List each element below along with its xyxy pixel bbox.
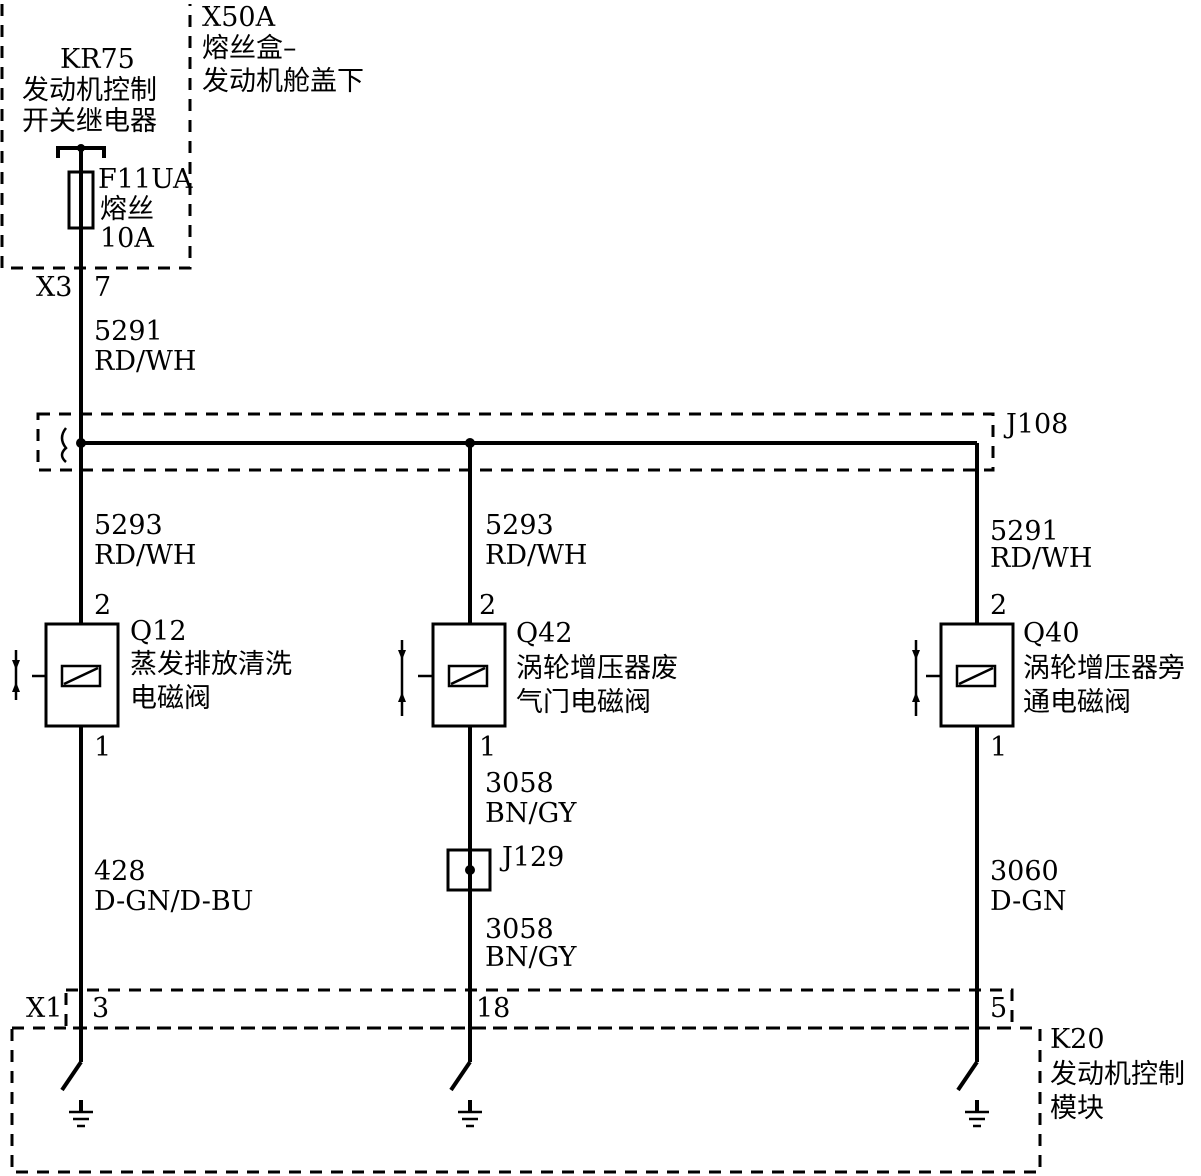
branch-q42-ecm-pin: 18 — [476, 993, 510, 1024]
branch-q42-pin-bottom: 1 — [479, 732, 496, 763]
branch-q42-lower2-circuit: 3058 — [485, 914, 554, 945]
branch-q40-pin-bottom: 1 — [990, 732, 1007, 763]
branch-q40-name-line2: 通电磁阀 — [1023, 687, 1131, 718]
fuse-rating-label: 10A — [100, 223, 154, 254]
branch-q40-lower-circuit: 3060 — [990, 856, 1059, 887]
ecm-switch-q42-ground-icon — [449, 1060, 482, 1128]
fuse-block-name-line1: 熔丝盒– — [202, 33, 297, 64]
branch-q12-pin-bottom: 1 — [94, 732, 111, 763]
branch-q12-upper-circuit: 5293 — [94, 510, 163, 541]
branch-q42: 5293 RD/WH 2 Q42 涡轮增压器废 气门电磁阀 1 3058 BN/… — [398, 443, 678, 1128]
fuse-out-connector-label: X3 — [36, 272, 72, 303]
fuse-out-pin-label: 7 — [94, 272, 111, 303]
branch-q42-upper-color: RD/WH — [485, 540, 587, 571]
ecm-name-line2: 模块 — [1050, 1093, 1104, 1124]
solenoid-q40-symbol — [912, 622, 1015, 728]
branch-q42-id: Q42 — [516, 618, 573, 649]
branch-q12-id: Q12 — [130, 616, 187, 647]
ecm-connector-label: X1 — [26, 993, 62, 1024]
branch-q12-name-line1: 蒸发排放清洗 — [130, 649, 292, 680]
branch-q12-lower-color: D-GN/D-BU — [94, 886, 253, 917]
solenoid-q42-symbol — [398, 622, 507, 728]
branch-q40-upper-color: RD/WH — [990, 543, 1092, 574]
inline-splice-j129-label: J129 — [499, 842, 564, 873]
branch-q42-name-line2: 气门电磁阀 — [516, 687, 651, 718]
branch-q42-upper-circuit: 5293 — [485, 510, 554, 541]
branch-q42-name-line1: 涡轮增压器废 — [516, 653, 678, 684]
ecm-module-border — [10, 1026, 1042, 1174]
fuse-block-name-line2: 发动机舱盖下 — [202, 66, 364, 97]
ecm-switch-q12-ground-icon — [60, 1060, 93, 1128]
relay-name-line2: 开关继电器 — [22, 106, 157, 137]
relay-name-line1: 发动机控制 — [22, 75, 157, 106]
branch-q40-name-line1: 涡轮增压器旁 — [1023, 653, 1185, 684]
fuse-id-label: F11UA — [98, 164, 193, 195]
fuse-block-connector-label: X50A — [202, 2, 276, 33]
solenoid-q12-symbol — [12, 622, 120, 728]
inline-splice-j129 — [446, 848, 492, 892]
branch-q12-pin-top: 2 — [94, 590, 111, 621]
branch-q40-ecm-pin: 5 — [990, 993, 1007, 1024]
feed-wire-color-label: RD/WH — [94, 346, 196, 377]
splice-j108: J108 — [36, 409, 1068, 472]
branch-q42-lower2-color: BN/GY — [485, 942, 578, 973]
branch-q40-lower-color: D-GN — [990, 886, 1066, 917]
ecm-connector-x1-border — [64, 988, 1014, 1030]
branch-q12-lower-circuit: 428 — [94, 856, 146, 887]
branch-q12-ecm-pin: 3 — [92, 993, 109, 1024]
branch-q42-lower-circuit: 3058 — [485, 768, 554, 799]
ecm-name-line1: 发动机控制 — [1050, 1059, 1185, 1090]
splice-break-mark — [60, 427, 68, 463]
branch-q40: 5291 RD/WH 2 Q40 涡轮增压器旁 通电磁阀 1 3060 D-GN… — [912, 443, 1185, 1128]
splice-j108-label: J108 — [1003, 409, 1068, 440]
feed-wire-circuit-label: 5291 — [94, 316, 163, 347]
branch-q40-upper-circuit: 5291 — [990, 516, 1059, 547]
fuse-block-border — [0, 4, 192, 270]
branch-q40-id: Q40 — [1023, 618, 1080, 649]
ecm-id-label: K20 — [1050, 1024, 1105, 1055]
fuse-name-label: 熔丝 — [100, 194, 154, 225]
fuse-block-x50a: X50A 熔丝盒– 发动机舱盖下 KR75 发动机控制 开关继电器 F11UA … — [0, 2, 364, 303]
branch-q42-lower-color: BN/GY — [485, 798, 578, 829]
branch-q12-name-line2: 电磁阀 — [130, 683, 211, 714]
branch-q12-upper-color: RD/WH — [94, 540, 196, 571]
relay-id-label: KR75 — [60, 44, 135, 75]
ecm-switch-q40-ground-icon — [956, 1060, 989, 1128]
branch-q42-pin-top: 2 — [479, 590, 496, 621]
branch-q40-pin-top: 2 — [990, 590, 1007, 621]
ecm-k20: X1 K20 发动机控制 模块 — [10, 988, 1185, 1174]
branch-q12: 5293 RD/WH 2 Q12 蒸发排放清洗 电磁阀 1 428 D-GN/D… — [12, 443, 292, 1128]
